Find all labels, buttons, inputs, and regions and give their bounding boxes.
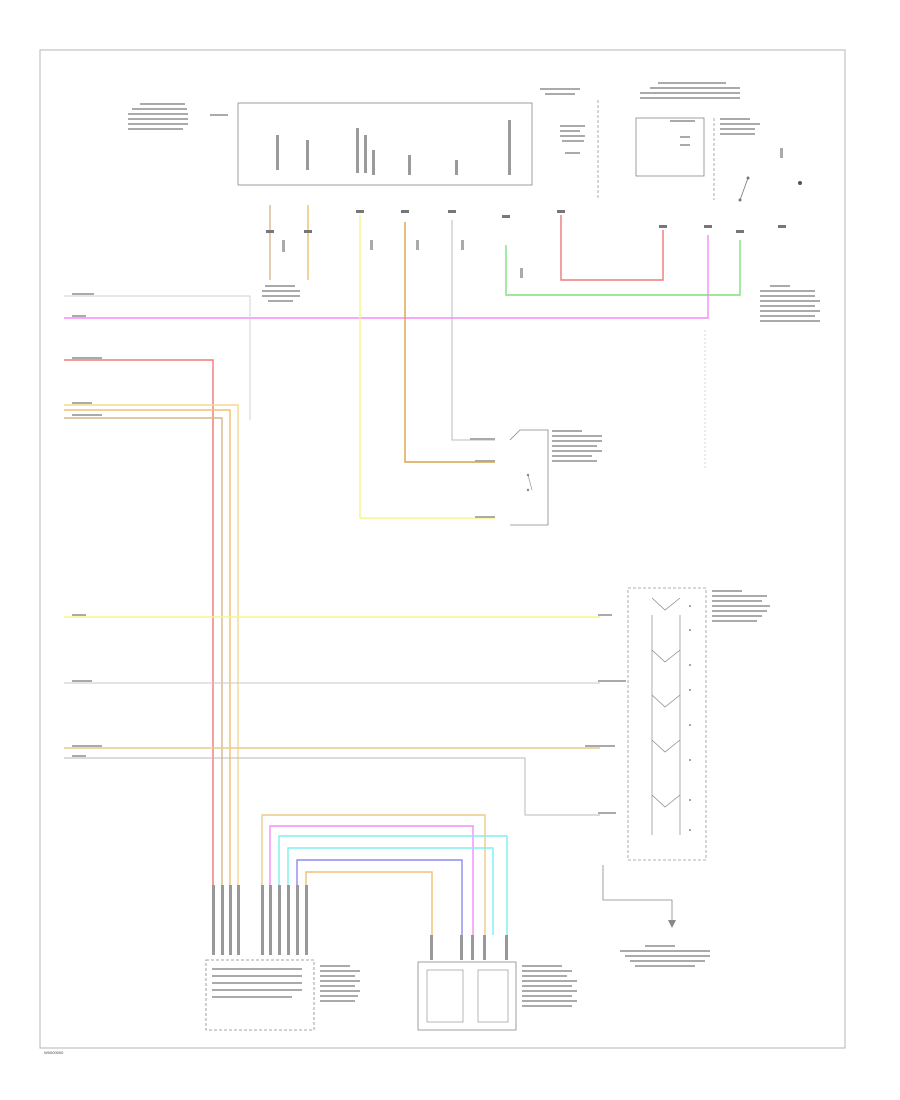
multi-switch-component: [602, 587, 770, 967]
wire-yellow-mid: [359, 215, 495, 519]
wire-red: [560, 215, 664, 281]
wire-gray-top: [64, 295, 251, 420]
wire-cyan-bottom-a: [278, 835, 508, 935]
diagram-frame: [39, 49, 846, 1049]
wire-gray-mid: [451, 220, 495, 441]
wire-tan-bottom: [261, 814, 486, 935]
wire-cyan-bottom-b: [287, 847, 494, 935]
wire-orange-bundle: [64, 409, 231, 885]
wire-green: [505, 240, 741, 296]
wire-labels: [72, 240, 626, 814]
connector-markers: [266, 210, 786, 233]
bottom-connector-left: [205, 885, 360, 1031]
bottom-connector-right: [417, 935, 577, 1031]
footer-code: W0000000: [44, 1050, 64, 1055]
wire-layer: [64, 205, 741, 935]
relay-module-top-right: [540, 82, 802, 202]
control-module-top: [128, 102, 533, 186]
wire-tan-bundle: [64, 417, 223, 885]
wire-red-left: [64, 359, 214, 885]
wire-orange-bottom: [305, 871, 433, 935]
wire-blue-bottom: [296, 859, 463, 935]
switch-component-mid: [470, 429, 602, 526]
component-label-right-top: [262, 285, 820, 322]
wire-white-long: [64, 757, 600, 816]
wire-pink-bottom: [269, 825, 474, 935]
wire-orange-mid: [404, 222, 495, 463]
wire-yellow-bundle: [64, 404, 239, 885]
wire-pink-top: [64, 235, 709, 319]
